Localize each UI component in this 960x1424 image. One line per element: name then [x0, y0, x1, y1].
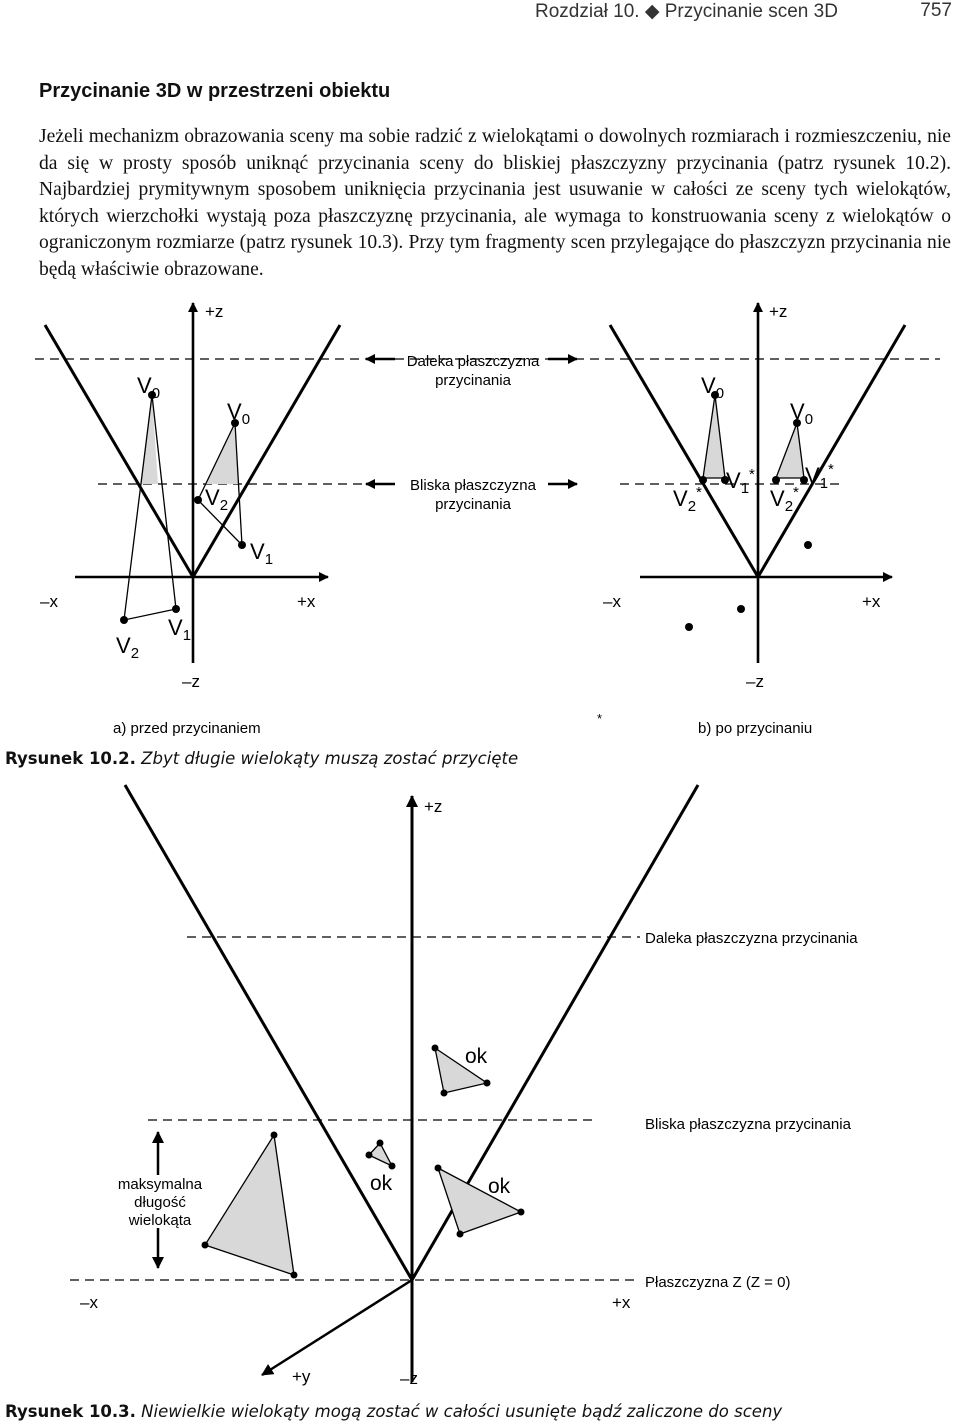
figure-10-3: +z –z –x +x +y Daleka płaszczyzna przyci…	[70, 784, 858, 1388]
vertex-label: V1	[168, 615, 191, 644]
far-plane-label-1: Daleka płaszczyzna	[407, 353, 540, 370]
vertex-label: V2	[205, 485, 228, 514]
vertex-label: V2*	[770, 484, 799, 515]
vertex-label: V2	[116, 633, 139, 662]
chapter-title: Rozdział 10. ◆ Przycinanie scen 3D	[535, 1, 838, 22]
page-number: 757	[920, 0, 952, 21]
triangle-a2-clipped-part	[206, 423, 238, 484]
y-axis-diagonal	[261, 1278, 413, 1377]
figure-10-3-caption: Rysunek 10.3. Niewielkie wielokąty mogą …	[5, 1402, 782, 1421]
body-paragraph: Jeżeli mechanizm obrazowania sceny ma so…	[39, 126, 951, 280]
near-plane-label-2: przycinania	[435, 496, 512, 513]
caption-number: Rysunek 10.3.	[5, 1402, 136, 1421]
vertex-label: V0	[701, 373, 724, 402]
z-plane-label: Płaszczyzna Z (Z = 0)	[645, 1274, 790, 1291]
max-length-label-1: maksymalna	[118, 1176, 203, 1193]
axis-minus-z-a: –z	[182, 672, 200, 691]
far-plane-label-2: przycinania	[435, 372, 512, 389]
figure-10-2-caption: Rysunek 10.2. Zbyt długie wielokąty musz…	[5, 749, 518, 768]
ok-label: ok	[370, 1172, 393, 1195]
max-length-label-2: długość	[134, 1194, 186, 1211]
caption-number: Rysunek 10.2.	[5, 749, 136, 768]
triangle-ok-small	[367, 1141, 394, 1168]
vertex-label: V1*	[726, 466, 755, 497]
running-header: Rozdział 10. ◆ Przycinanie scen 3D 757	[0, 0, 960, 24]
triangle-large	[204, 1133, 295, 1276]
vertex-label: V0	[790, 399, 813, 428]
figure-10-2: +z –z –x +x +z –z –x +x Daleka płaszczyz…	[35, 302, 940, 737]
triangle-a2	[197, 422, 243, 547]
axis-minus-x-b: –x	[603, 592, 621, 611]
axis-minus-z: –z	[400, 1369, 418, 1388]
frustum-right-b	[756, 324, 907, 578]
far-plane-label: Daleka płaszczyzna przycinania	[645, 930, 858, 947]
frustum-left	[123, 784, 414, 1281]
triangle-b1	[702, 394, 726, 479]
caption-text: Zbyt długie wielokąty muszą zostać przyc…	[141, 749, 519, 768]
vertex-label: V2*	[673, 484, 702, 515]
vertex-label: V0	[137, 373, 160, 402]
panel-b-label: b) po przycinaniu	[698, 720, 812, 737]
near-plane-label: Bliska płaszczyzna przycinania	[645, 1116, 852, 1133]
vertex-label: V1*	[805, 461, 834, 492]
axis-plus-x-b: +x	[862, 592, 881, 611]
axis-plus-y: +y	[292, 1367, 311, 1386]
ok-label: ok	[465, 1045, 488, 1068]
vertex-label: V1	[250, 539, 273, 568]
triangle-ok-right	[436, 1166, 523, 1235]
axis-plus-x: +x	[612, 1293, 631, 1312]
vertex-label: V0	[227, 399, 250, 428]
triangle-a1	[123, 394, 177, 621]
triangle-b2	[775, 422, 805, 479]
axis-plus-x-a: +x	[297, 592, 316, 611]
axis-minus-x-a: –x	[40, 592, 58, 611]
max-length-label-3: wielokąta	[128, 1212, 192, 1229]
frustum-left-a	[43, 324, 195, 578]
frustum-right-a	[191, 324, 342, 578]
axis-plus-z-b: +z	[769, 302, 787, 321]
stray-star: *	[597, 711, 602, 726]
triangle-ok-top	[434, 1046, 489, 1094]
section-title: Przycinanie 3D w przestrzeni obiektu	[39, 80, 391, 102]
axis-plus-z: +z	[424, 797, 442, 816]
ok-label: ok	[488, 1175, 511, 1198]
panel-a-label: a) przed przycinaniem	[113, 720, 261, 737]
caption-text: Niewielkie wielokąty mogą zostać w całoś…	[141, 1402, 783, 1421]
axis-minus-z-b: –z	[746, 672, 764, 691]
axis-plus-z-a: +z	[205, 302, 223, 321]
triangle-a1-clipped-part	[141, 395, 158, 484]
near-plane-label-1: Bliska płaszczyzna	[410, 477, 537, 494]
frustum-left-b	[608, 324, 760, 578]
axis-minus-x: –x	[80, 1293, 98, 1312]
